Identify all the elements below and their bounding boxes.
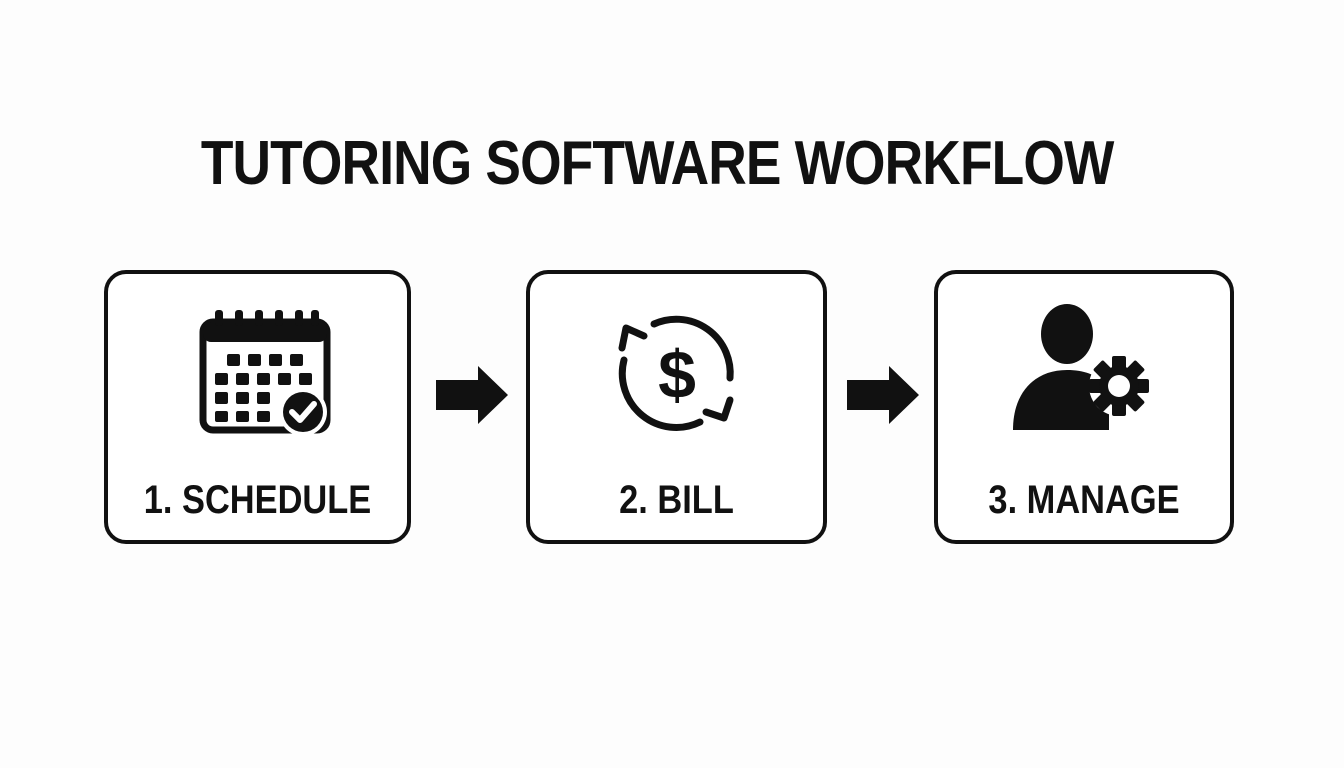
arrow-right-icon	[845, 364, 921, 426]
calendar-check-icon	[183, 304, 333, 434]
step-bill: $ 2. BILL	[526, 270, 827, 544]
step-label-manage: 3. MANAGE	[988, 478, 1180, 522]
step-schedule: 1. SCHEDULE	[104, 270, 411, 544]
step-manage: 3. MANAGE	[934, 270, 1234, 544]
svg-text:$: $	[658, 337, 696, 413]
step-label-schedule: 1. SCHEDULE	[143, 478, 372, 522]
diagram-title: TUTORING SOFTWARE WORKFLOW	[200, 129, 1114, 198]
user-gear-icon	[1009, 304, 1159, 434]
dollar-cycle-icon: $	[602, 304, 752, 434]
arrow-right-icon	[434, 364, 510, 426]
step-label-bill: 2. BILL	[619, 478, 734, 522]
